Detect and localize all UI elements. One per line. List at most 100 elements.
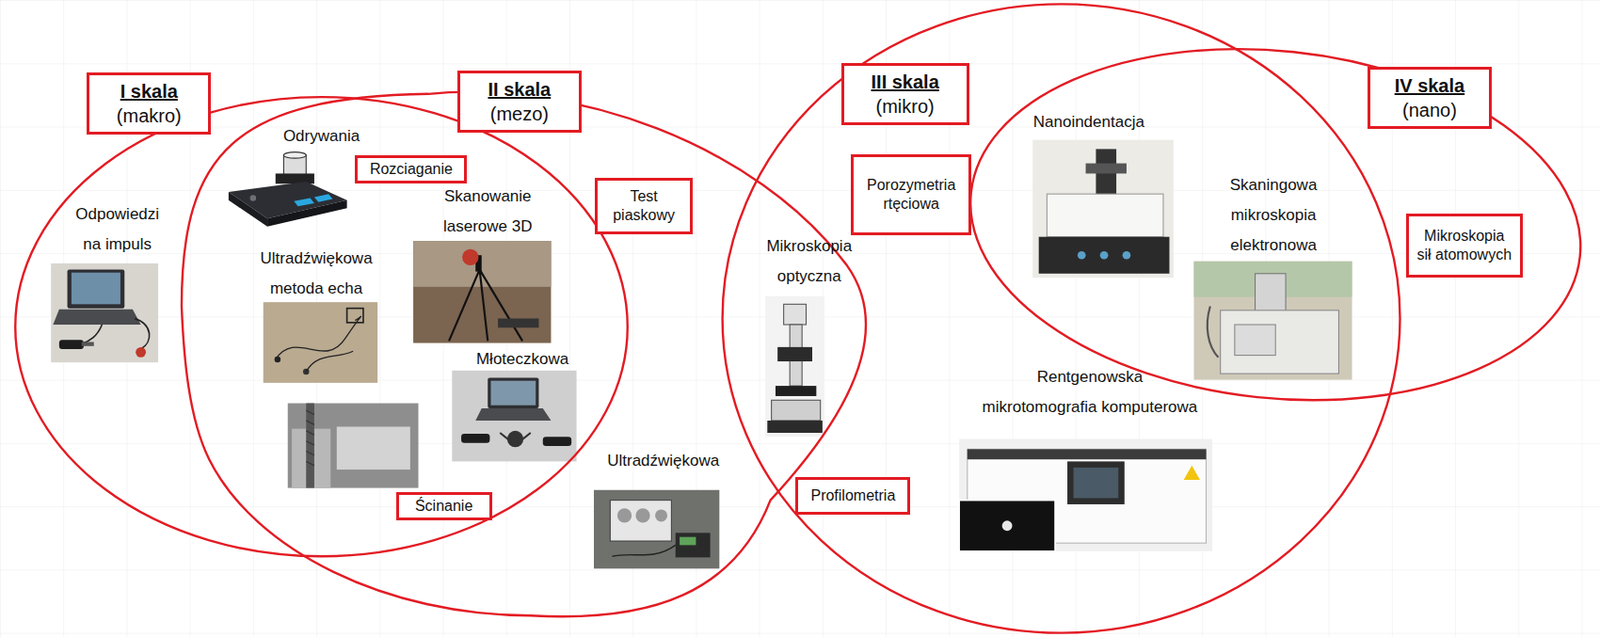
sem-photo-part [1220, 310, 1340, 374]
impulse-response-photo-part [52, 309, 141, 325]
sem-photo-part [1207, 305, 1219, 357]
scale-heading-box: II skala(mezo) [457, 70, 582, 133]
impulse-response-photo-part [67, 269, 126, 308]
ultrasonic-echo-photo-part [305, 351, 353, 372]
method-label: Nanoindentacja [994, 107, 1184, 138]
method-name: Test piaskowy [605, 187, 683, 225]
method-box: Mikroskopia sił atomowych [1406, 213, 1523, 278]
ultrasonic-photo-part [635, 508, 650, 523]
microct-photo-part [1002, 520, 1013, 531]
impulse-response-photo-part [135, 347, 146, 358]
nanoindenter-photo-part [1039, 237, 1170, 274]
optical-microscope-photo-part [767, 420, 823, 433]
ultrasonic-photo [593, 490, 720, 570]
impulse-response-photo-part [134, 319, 150, 351]
optical-microscope-photo-part [771, 400, 821, 421]
nano-scale-outline [952, 19, 1598, 430]
ultrasonic-echo-photo [263, 302, 378, 384]
pull-off-tester-photo-part [228, 181, 348, 219]
optical-microscope-photo-part [784, 304, 807, 325]
hammer-test-photo-part [490, 381, 536, 406]
method-name: Rozciaganie [365, 160, 457, 179]
impulse-response-photo-part [59, 339, 84, 350]
method-name: Profilometria [805, 486, 900, 506]
hammer-test-photo-part [461, 433, 490, 444]
method-label: Młoteczkowa [428, 344, 617, 375]
method-name: Ścinanie [406, 496, 482, 516]
sem-photo [1193, 261, 1352, 381]
ultrasonic-photo-part [593, 490, 720, 570]
pull-off-tester-photo [228, 152, 348, 227]
hammer-test-photo-part [487, 377, 539, 409]
microct-photo-part [1067, 461, 1125, 505]
nanoindenter-photo-part [1122, 251, 1132, 260]
optical-microscope-photo-part [777, 347, 813, 362]
scale-range: (nano) [1377, 97, 1482, 123]
hammer-test-photo [451, 370, 576, 463]
microct-photo-part [1184, 465, 1200, 480]
scale-heading-box: III skala(mikro) [841, 63, 970, 126]
optical-microscope-photo [765, 296, 825, 438]
hammer-test-photo-part [499, 432, 531, 442]
scale-heading-box: I skala(makro) [86, 72, 211, 135]
method-label: Rentgenowska mikrotomografia komputerowa [979, 362, 1200, 423]
ultrasonic-echo-photo-part [347, 308, 364, 323]
laser-scanner-photo [413, 240, 551, 343]
micro-scale-outline [722, 3, 1401, 633]
hammer-test-photo-part [507, 431, 524, 448]
method-box: Rozciaganie [354, 155, 467, 184]
method-label: Skaningowa mikroskopia elektronowa [1216, 170, 1330, 261]
laser-scanner-photo-part [448, 269, 523, 341]
sem-photo-part [1193, 261, 1352, 381]
scale-range: (makro) [96, 103, 201, 128]
scale-name: I skala [96, 79, 201, 104]
ultrasonic-echo-photo-part [263, 302, 378, 384]
laser-scanner-photo-part [462, 249, 479, 266]
microct-photo-part [1073, 467, 1120, 499]
microct-photo-part [959, 500, 1056, 552]
laser-scanner-photo-part [413, 240, 551, 343]
method-label: Mikroskopia optyczna [752, 231, 866, 292]
shear-test-photo-part [305, 410, 315, 466]
scale-heading-box: IV skala(nano) [1367, 66, 1492, 129]
ultrasonic-photo-part [675, 532, 711, 558]
hammer-test-photo-part [475, 408, 551, 421]
method-name: Porozymetria rtęciowa [861, 176, 961, 214]
scale-range: (mezo) [467, 101, 572, 127]
method-box: Test piaskowy [594, 177, 693, 235]
ultrasonic-photo-part [679, 537, 696, 546]
shear-test-photo [288, 403, 419, 489]
ultrasonic-photo-part [612, 544, 676, 557]
impulse-response-photo-part [71, 272, 121, 305]
optical-microscope-photo-part [765, 296, 825, 438]
method-label: Odrywania [227, 121, 416, 152]
pull-off-tester-photo-part [250, 194, 257, 202]
pull-off-tester-photo-part [275, 173, 315, 184]
nanoindenter-photo-part [1046, 193, 1164, 238]
shear-test-photo-part [336, 427, 411, 471]
pull-off-tester-photo-part [293, 197, 315, 207]
impulse-response-photo [50, 263, 159, 363]
method-box: Porozymetria rtęciowa [850, 154, 972, 236]
pull-off-tester-photo-part [314, 193, 334, 203]
scale-name: III skala [851, 69, 960, 95]
method-box: Profilometria [795, 477, 911, 515]
hammer-test-photo-part [543, 436, 572, 447]
nanoindenter-photo [1032, 140, 1174, 278]
method-label: Ultradźwiękowa [569, 446, 758, 477]
method-label: Odpowiedzi na impuls [68, 199, 167, 260]
method-label: Ultradźwiękowa metoda echa [245, 243, 387, 304]
shear-test-photo-part [305, 403, 315, 489]
nanoindenter-photo-part [1100, 251, 1109, 260]
ultrasonic-echo-photo-part [274, 356, 282, 364]
shear-test-photo-part [288, 403, 419, 489]
optical-microscope-photo-part [775, 385, 816, 397]
nanoindenter-photo-part [1077, 251, 1087, 260]
microct-photo [959, 439, 1213, 552]
sem-photo-part [1255, 273, 1287, 315]
nanoindenter-photo-part [1032, 140, 1174, 278]
